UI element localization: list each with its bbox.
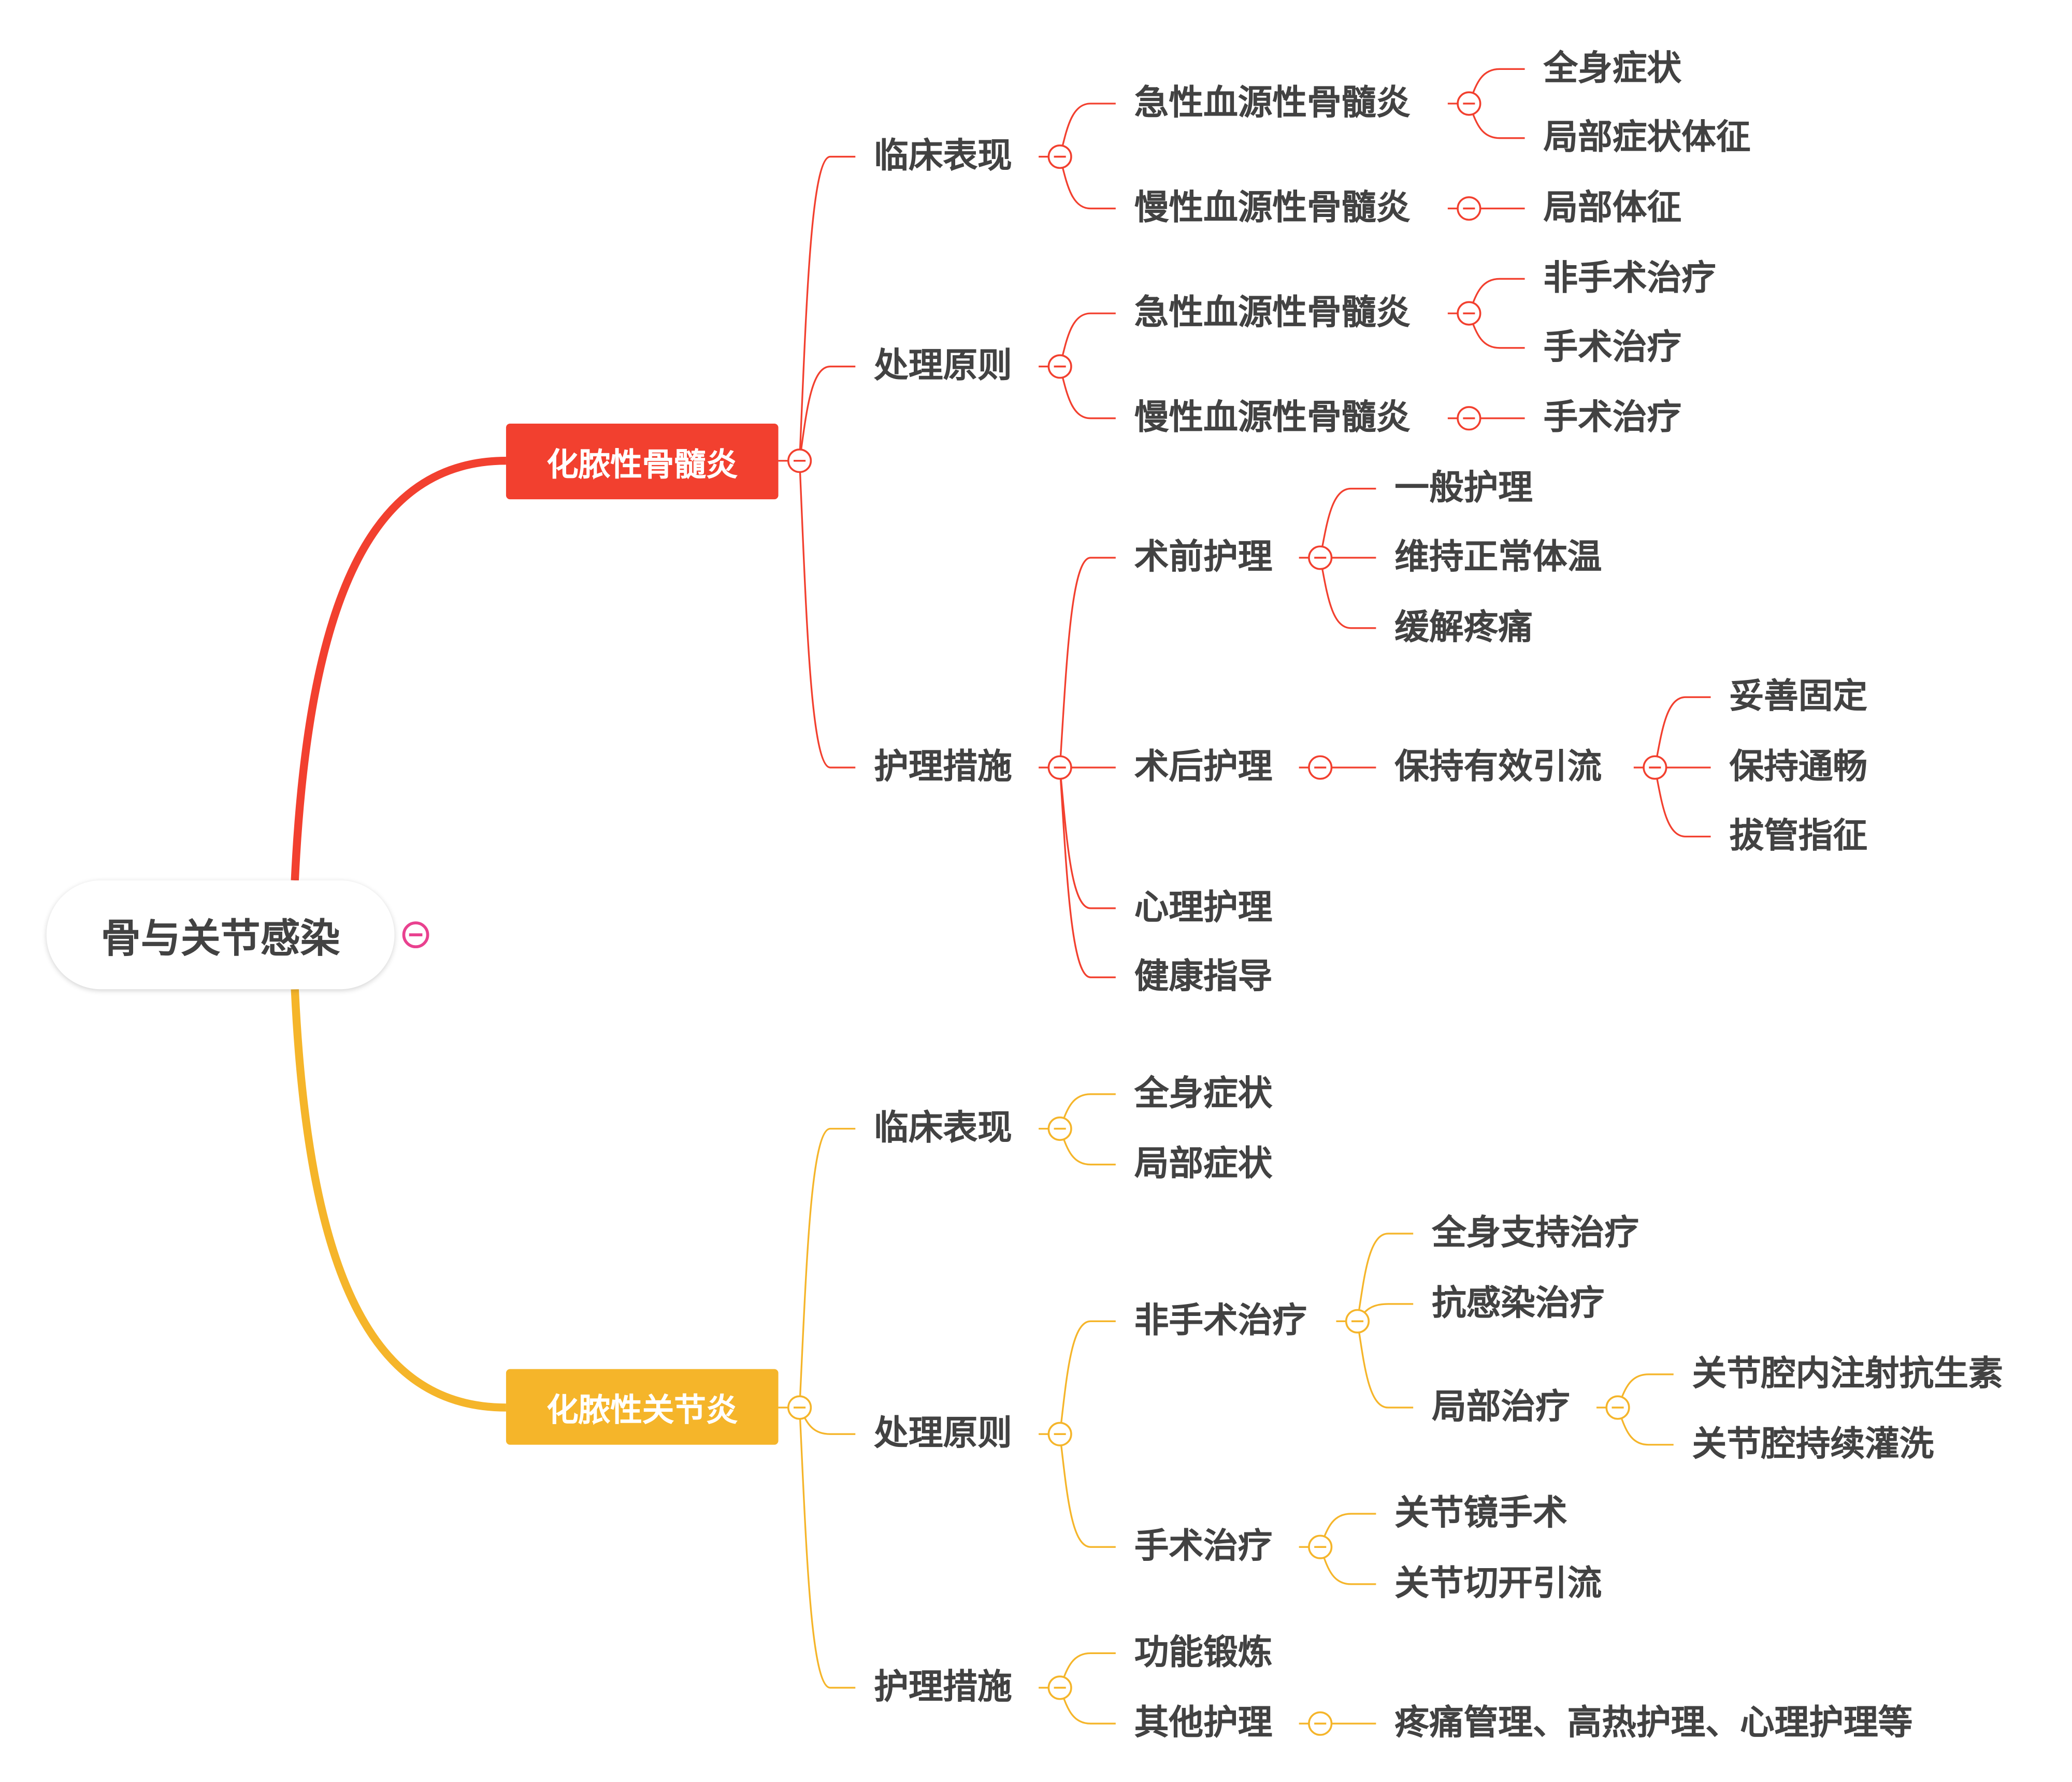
topic-node[interactable]: 临床表现 xyxy=(874,137,1012,177)
topic-node[interactable]: 全身支持治疗 xyxy=(1432,1213,1639,1254)
topic-node[interactable]: 关节腔持续灌洗 xyxy=(1692,1425,1934,1465)
topic-node[interactable]: 全身症状 xyxy=(1134,1074,1273,1114)
topic-node[interactable]: 急性血源性骨髓炎 xyxy=(1134,83,1411,124)
connector-line xyxy=(798,366,856,461)
topic-node[interactable]: 急性血源性骨髓炎 xyxy=(1134,293,1411,334)
topic-node[interactable]: 局部体征 xyxy=(1543,189,1682,229)
topic-node[interactable]: 一般护理 xyxy=(1394,469,1533,509)
main-branch-connector xyxy=(291,457,506,881)
connector-line xyxy=(798,460,856,769)
topic-node[interactable]: 护理措施 xyxy=(874,1668,1012,1708)
topic-node[interactable]: 拔管指征 xyxy=(1729,816,1868,857)
topic-node[interactable]: 疼痛管理、高热护理、心理护理等 xyxy=(1394,1703,1913,1744)
connector-line xyxy=(798,1127,856,1408)
topic-node[interactable]: 局部症状体征 xyxy=(1543,118,1751,158)
topic-node[interactable]: 处理原则 xyxy=(874,346,1012,387)
connector-line xyxy=(1059,1434,1116,1548)
topic-node[interactable]: 手术治疗 xyxy=(1543,398,1682,439)
topic-node[interactable]: 妥善固定 xyxy=(1729,677,1868,717)
topic-node[interactable]: 手术治疗 xyxy=(1543,328,1682,368)
connector-line xyxy=(1654,767,1711,838)
connector-line xyxy=(1059,557,1116,768)
branch-topic-osteomyelitis[interactable]: 化脓性骨髓炎 xyxy=(506,423,779,500)
connector-line xyxy=(1356,1233,1414,1322)
topic-node[interactable]: 全身症状 xyxy=(1543,49,1682,89)
topic-node[interactable]: 关节镜手术 xyxy=(1394,1494,1567,1534)
topic-node[interactable]: 健康指导 xyxy=(1134,957,1273,997)
connector-line xyxy=(798,155,856,461)
topic-node[interactable]: 临床表现 xyxy=(874,1109,1012,1149)
topic-node[interactable]: 局部治疗 xyxy=(1432,1387,1570,1428)
topic-node[interactable]: 保持有效引流 xyxy=(1394,747,1602,788)
connector-line xyxy=(1319,557,1376,629)
topic-node[interactable]: 维持正常体温 xyxy=(1394,538,1602,578)
topic-node[interactable]: 缓解疼痛 xyxy=(1394,608,1533,648)
topic-node[interactable]: 局部症状 xyxy=(1134,1144,1273,1185)
topic-node[interactable]: 非手术治疗 xyxy=(1134,1301,1307,1341)
topic-node[interactable]: 非手术治疗 xyxy=(1543,258,1716,299)
topic-node[interactable]: 处理原则 xyxy=(874,1414,1012,1454)
connector-line xyxy=(1059,767,1116,909)
topic-node[interactable]: 术前护理 xyxy=(1134,538,1273,578)
topic-node[interactable]: 术后护理 xyxy=(1134,747,1273,788)
branch-topic-arthritis[interactable]: 化脓性关节炎 xyxy=(506,1369,779,1445)
topic-node[interactable]: 保持通畅 xyxy=(1729,747,1868,788)
topic-node[interactable]: 慢性血源性骨髓炎 xyxy=(1134,398,1411,439)
connector-line xyxy=(1059,767,1116,978)
topic-node[interactable]: 其他护理 xyxy=(1134,1703,1273,1744)
topic-node[interactable]: 慢性血源性骨髓炎 xyxy=(1134,189,1411,229)
topic-node[interactable]: 心理护理 xyxy=(1134,888,1273,929)
connector-line xyxy=(798,1407,856,1689)
root-topic[interactable]: 骨与关节感染 xyxy=(46,880,395,990)
connector-line xyxy=(1356,1321,1414,1409)
connector-line xyxy=(1654,696,1711,768)
topic-node[interactable]: 抗感染治疗 xyxy=(1432,1284,1605,1324)
topic-node[interactable]: 功能锻炼 xyxy=(1134,1633,1273,1673)
topic-node[interactable]: 手术治疗 xyxy=(1134,1527,1273,1567)
topic-node[interactable]: 关节切开引流 xyxy=(1394,1564,1602,1604)
topic-node[interactable]: 护理措施 xyxy=(874,747,1012,788)
connector-line xyxy=(1319,487,1376,558)
main-branch-connector xyxy=(291,989,506,1412)
connector-line xyxy=(1059,1320,1116,1435)
topic-node[interactable]: 关节腔内注射抗生素 xyxy=(1692,1354,2003,1395)
